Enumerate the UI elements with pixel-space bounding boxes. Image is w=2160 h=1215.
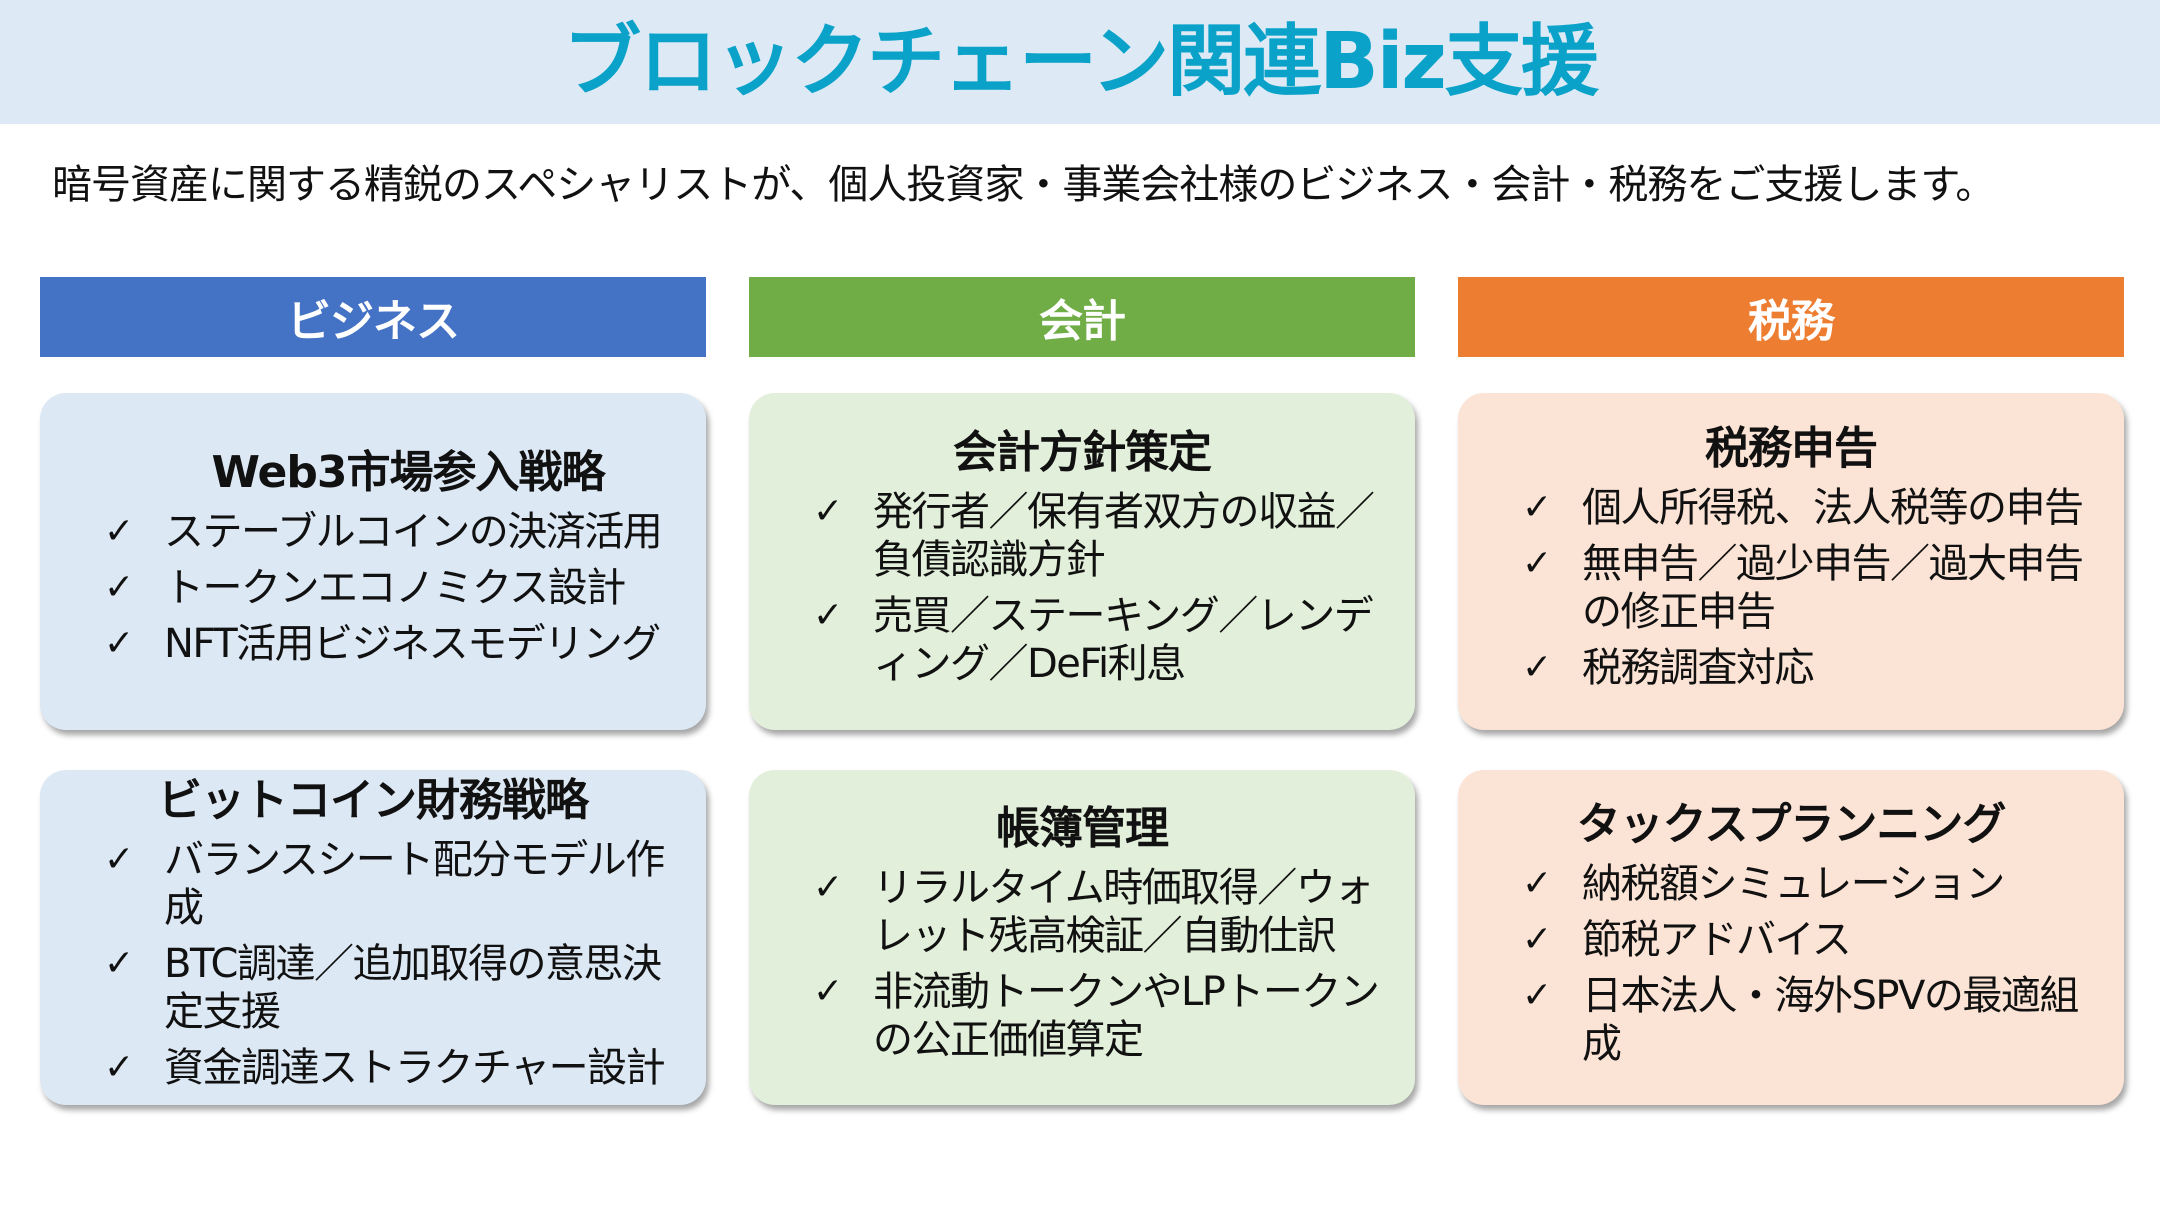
card-web3-market-entry: Web3市場参入戦略 ✓ステーブルコインの決済活用 ✓トークンエコノミクス設計 … — [40, 393, 706, 730]
check-icon: ✓ — [104, 566, 134, 608]
list-item: ✓リラルタイム時価取得／ウォレット残高検証／自動仕訳 — [773, 864, 1391, 960]
page-title: ブロックチェーン関連Biz支援 — [563, 17, 1599, 107]
list-item: ✓バランスシート配分モデル作成 — [64, 836, 682, 932]
card-title: 会計方針策定 — [953, 427, 1212, 479]
check-icon: ✓ — [104, 1046, 134, 1088]
checklist: ✓納税額シミュレーション ✓節税アドバイス ✓日本法人・海外SPVの最適組成 — [1482, 860, 2100, 1076]
list-item: ✓節税アドバイス — [1482, 916, 2100, 964]
checklist: ✓リラルタイム時価取得／ウォレット残高検証／自動仕訳 ✓非流動トークンやLPトー… — [773, 864, 1391, 1072]
card-bitcoin-treasury-strategy: ビットコイン財務戦略 ✓バランスシート配分モデル作成 ✓BTC調達／追加取得の意… — [40, 770, 706, 1105]
list-item: ✓NFT活用ビジネスモデリング — [64, 620, 682, 668]
list-item: ✓非流動トークンやLPトークンの公正価値算定 — [773, 968, 1391, 1064]
check-icon: ✓ — [1522, 542, 1552, 584]
card-tax-filing: 税務申告 ✓個人所得税、法人税等の申告 ✓無申告／過少申告／過大申告の修正申告 … — [1458, 393, 2124, 730]
checklist: ✓バランスシート配分モデル作成 ✓BTC調達／追加取得の意思決定支援 ✓資金調達… — [64, 836, 682, 1100]
checklist: ✓発行者／保有者双方の収益／負債認識方針 ✓売買／ステーキング／レンディング／D… — [773, 488, 1391, 696]
card-title: ビットコイン財務戦略 — [158, 775, 589, 827]
check-icon: ✓ — [813, 490, 843, 532]
list-item: ✓トークンエコノミクス設計 — [64, 564, 682, 612]
card-title: Web3市場参入戦略 — [211, 447, 606, 499]
checklist: ✓ステーブルコインの決済活用 ✓トークンエコノミクス設計 ✓NFT活用ビジネスモ… — [64, 508, 682, 676]
card-title: タックスプランニング — [1576, 799, 2007, 851]
card-title: 帳簿管理 — [996, 803, 1169, 855]
check-icon: ✓ — [104, 510, 134, 552]
list-item: ✓個人所得税、法人税等の申告 — [1482, 484, 2100, 532]
list-item: ✓BTC調達／追加取得の意思決定支援 — [64, 940, 682, 1036]
checklist: ✓個人所得税、法人税等の申告 ✓無申告／過少申告／過大申告の修正申告 ✓税務調査… — [1482, 484, 2100, 700]
title-band: ブロックチェーン関連Biz支援 — [0, 0, 2160, 124]
column-header-tax: 税務 — [1458, 277, 2124, 357]
column-header-business: ビジネス — [40, 277, 706, 357]
list-item: ✓ステーブルコインの決済活用 — [64, 508, 682, 556]
check-icon: ✓ — [104, 838, 134, 880]
check-icon: ✓ — [1522, 646, 1552, 688]
check-icon: ✓ — [104, 622, 134, 664]
check-icon: ✓ — [813, 594, 843, 636]
card-accounting-policy: 会計方針策定 ✓発行者／保有者双方の収益／負債認識方針 ✓売買／ステーキング／レ… — [749, 393, 1415, 730]
column-header-accounting: 会計 — [749, 277, 1415, 357]
card-title: 税務申告 — [1705, 423, 1878, 475]
card-bookkeeping: 帳簿管理 ✓リラルタイム時価取得／ウォレット残高検証／自動仕訳 ✓非流動トークン… — [749, 770, 1415, 1105]
list-item: ✓納税額シミュレーション — [1482, 860, 2100, 908]
page-subtitle: 暗号資産に関する精鋭のスペシャリストが、個人投資家・事業会社様のビジネス・会計・… — [52, 162, 1995, 208]
list-item: ✓資金調達ストラクチャー設計 — [64, 1044, 682, 1092]
check-icon: ✓ — [813, 970, 843, 1012]
check-icon: ✓ — [813, 866, 843, 908]
card-tax-planning: タックスプランニング ✓納税額シミュレーション ✓節税アドバイス ✓日本法人・海… — [1458, 770, 2124, 1105]
check-icon: ✓ — [1522, 862, 1552, 904]
list-item: ✓税務調査対応 — [1482, 644, 2100, 692]
list-item: ✓無申告／過少申告／過大申告の修正申告 — [1482, 540, 2100, 636]
list-item: ✓発行者／保有者双方の収益／負債認識方針 — [773, 488, 1391, 584]
list-item: ✓売買／ステーキング／レンディング／DeFi利息 — [773, 592, 1391, 688]
list-item: ✓日本法人・海外SPVの最適組成 — [1482, 972, 2100, 1068]
check-icon: ✓ — [104, 942, 134, 984]
check-icon: ✓ — [1522, 918, 1552, 960]
check-icon: ✓ — [1522, 974, 1552, 1016]
check-icon: ✓ — [1522, 486, 1552, 528]
